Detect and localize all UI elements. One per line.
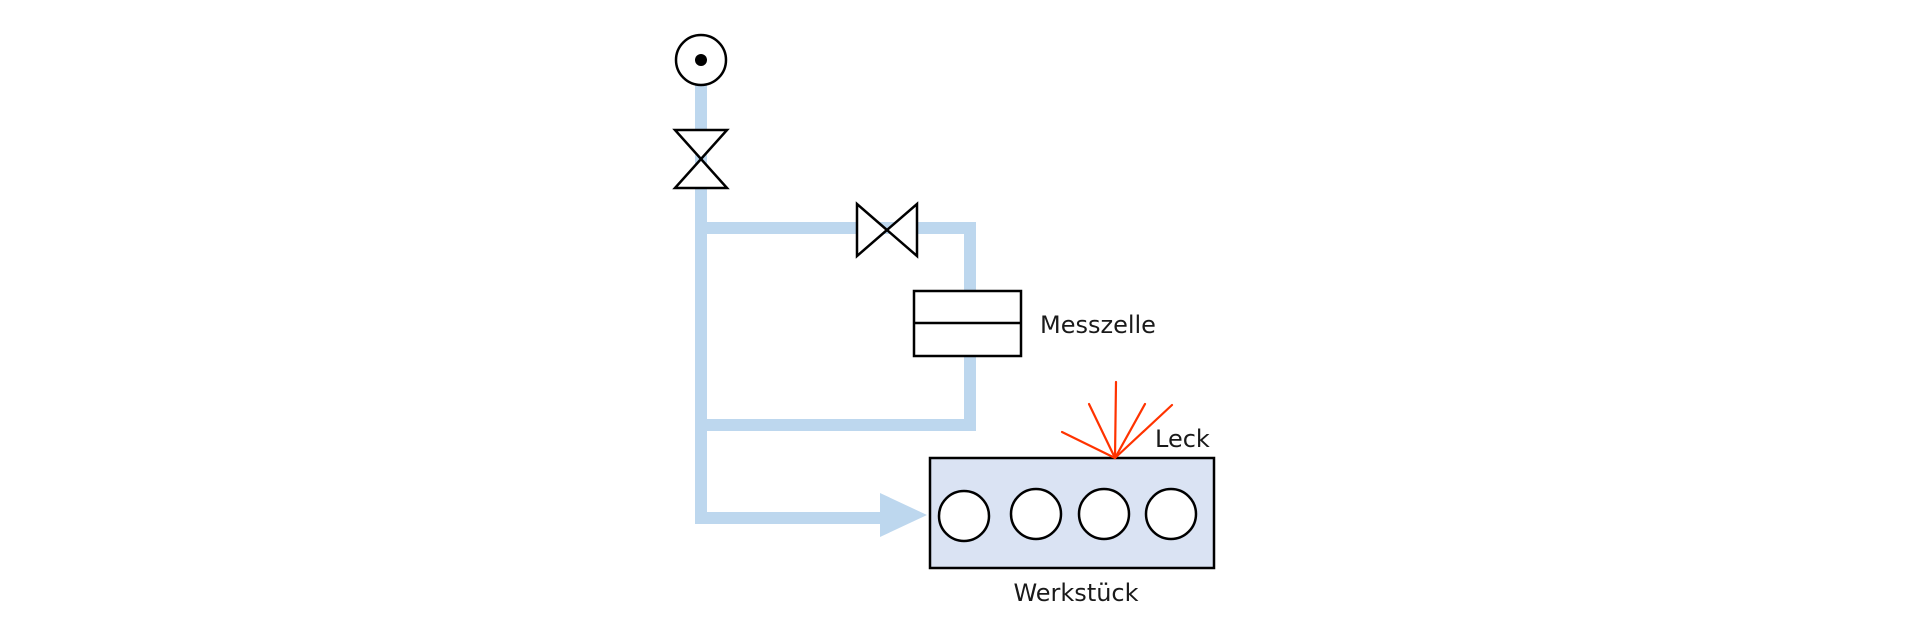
pipe-network (695, 85, 976, 524)
workpiece (928, 456, 1216, 570)
branch-valve-icon (855, 201, 919, 259)
leak-burst-icon (1060, 380, 1174, 460)
workpiece-label: Werkstück (1013, 579, 1138, 607)
workpiece-cavity (1144, 487, 1198, 541)
pressure-source-icon (674, 33, 728, 87)
main-valve-icon (672, 128, 730, 190)
workpiece-cavity (937, 489, 991, 543)
branch-pipe-upper (701, 222, 976, 292)
measuring-cell-label: Messzelle (1040, 311, 1156, 339)
branch-pipe-lower (701, 355, 976, 431)
main-pipe (695, 85, 890, 524)
flow-arrow-head (880, 493, 927, 537)
measuring-cell (912, 289, 1023, 358)
leak-label: Leck (1155, 425, 1210, 453)
workpiece-cavity (1009, 487, 1063, 541)
workpiece-cavity (1077, 487, 1131, 541)
